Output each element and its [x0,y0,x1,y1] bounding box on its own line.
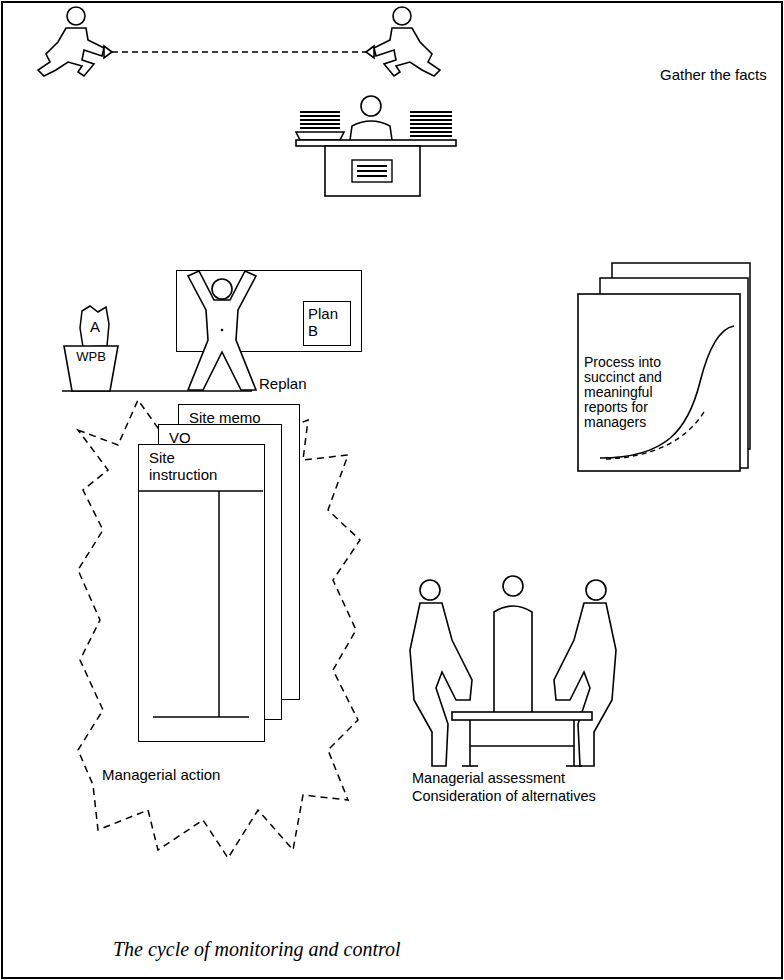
measuring-tape [112,51,366,53]
paper-stack [410,131,452,133]
fact-gathering-stage: Gather the facts [290,92,565,200]
form-rule [218,491,220,717]
form-rule [139,490,263,492]
stage-label: Consideration of alternatives [412,788,596,805]
table-foot [462,765,478,767]
tape-holder [366,46,374,58]
plan-label: A [80,318,110,335]
paper-stack [410,111,452,113]
table-leg [469,720,471,766]
planning-board: ReplanPlan B [176,270,362,352]
manager-right [554,580,616,766]
waste-paper-bin: WPB [64,345,118,392]
desk-scene [296,96,456,196]
surveyor-head [393,7,411,25]
paper-stack [410,123,452,125]
plan-b-card: Plan B [303,301,351,346]
waste-bin-shape [64,346,118,391]
manager-body [554,603,616,766]
manager-head [420,580,440,600]
tape-holder [104,46,112,58]
paper-stack [410,127,452,129]
clerk-head [361,96,381,116]
paper-stack [300,127,340,129]
planner-dot [221,329,224,332]
drawer-line [357,175,387,177]
action-starburst: Managerial actionSite memoVOSite instruc… [78,400,360,858]
paper-tray [296,132,344,140]
report-stack: Process into succinct and meaningful rep… [576,262,752,472]
clerk-body [350,121,392,140]
document-title: Site instruction [149,449,234,483]
stage-label: Managerial assessment [412,770,565,787]
surveyor-body [374,28,440,76]
table-foot [566,765,582,767]
desk-drawer [352,160,392,182]
crumpled-paper-shape [80,306,109,347]
planner-body [188,271,256,390]
form-rules [139,445,264,741]
plan-label: Plan B [308,305,344,339]
paper-stack [300,119,340,121]
drawer-line [357,170,387,172]
stage-label: Managerial action [102,766,220,783]
desk-top [296,140,456,146]
paper-stack [300,123,340,125]
site-instruction-sheet: Site instruction [138,444,265,742]
surveyor-right [366,7,440,76]
paper-stack [300,115,340,117]
meeting-scene [410,576,616,766]
surveyor-head [67,7,85,25]
table-leg [573,720,575,766]
paper-stack [410,135,452,137]
paper-stack [300,111,340,113]
discarded-plan: A [80,306,110,348]
meeting-table [452,712,592,720]
paper-stack [410,115,452,117]
desk-body [325,146,420,196]
starburst-shape [78,400,360,858]
assessment-stage: Managerial assessmentConsideration of al… [405,580,640,810]
manager-left [410,580,472,766]
surveyor-body [38,28,104,76]
form-rule [153,716,249,718]
bin-label: WPB [64,350,118,365]
manager-head [586,580,606,600]
manager-body [410,603,472,766]
paper-stack [410,119,452,121]
stage-label: Replan [259,375,307,392]
stage-label: Gather the facts [660,66,767,83]
drawer-line [357,165,387,167]
table-rail [470,745,574,747]
surveyor-left [38,7,112,76]
manager-body [494,606,532,713]
manager-head [503,576,523,596]
figure-caption: The cycle of monitoring and control [113,938,401,961]
planner-head [212,279,232,299]
stage-label: Process into succinct and meaningful rep… [584,355,676,430]
report-sheet [578,294,740,471]
